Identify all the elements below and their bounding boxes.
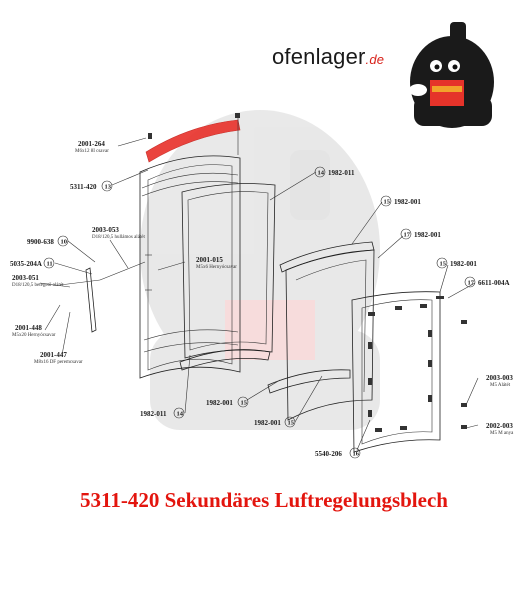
label-2001-447: 2001-447 (40, 351, 67, 359)
callout-15-a: 15 (384, 199, 391, 206)
label-6611-004A: 6611-004A (478, 279, 510, 287)
label-2002-003: 2002-003 (486, 422, 513, 430)
part-labels: 2001-264 M6x12 8I csavar 5311-420 13 990… (10, 140, 514, 458)
label-9900-638: 9900-638 (27, 238, 54, 246)
label-1982-001-c: 1982-001 (450, 260, 477, 268)
label-2001-264: 2001-264 (78, 140, 105, 148)
desc-2002-003: M5 M anya (490, 431, 514, 436)
highlighted-air-regulation-plate (145, 119, 241, 163)
label-5035-204A: 5035-204A (10, 260, 42, 268)
screw-left-icon (148, 133, 152, 139)
label-1982-001-a: 1982-001 (394, 198, 421, 206)
label-2003-003: 2003-003 (486, 374, 513, 382)
callout-16: 16 (353, 451, 360, 458)
logo-name: ofenlager (272, 44, 366, 69)
desc-2001-448: M5x20 Hernyócsavar (12, 333, 56, 338)
door-frame (139, 155, 241, 379)
desc-2003-003: M5 Alátét (490, 383, 511, 388)
label-1982-001-d: 1982-001 (206, 399, 233, 407)
label-2001-448: 2001-448 (15, 324, 42, 332)
callout-15-d: 15 (288, 420, 295, 427)
desc-2003-051: D18/120,5 betegető alátét (12, 283, 64, 288)
label-2003-053: 2003-053 (92, 226, 119, 234)
callout-circles (43, 166, 476, 459)
callout-15-b: 15 (440, 261, 447, 268)
callout-14-top: 14 (318, 170, 325, 177)
callout-17-b: 17 (468, 280, 475, 287)
part-caption: 5311-420 Sekundäres Luftregelungsblech (80, 488, 448, 512)
side-hinge-rod (85, 267, 97, 333)
label-1982-001-b: 1982-001 (414, 231, 441, 239)
bottom-sheet-15 (179, 349, 271, 371)
bottom-sheet-15b (267, 369, 351, 394)
glass-panel-17 (285, 249, 375, 421)
logo-wordmark: ofenlager.de (272, 44, 384, 70)
desc-2003-053: D18/120,5 hullámos alátét (92, 235, 146, 240)
label-5540-206: 5540-206 (315, 450, 342, 458)
callout-11: 11 (47, 261, 53, 268)
label-5311-420: 5311-420 (70, 183, 97, 191)
watermark-mascot (140, 110, 380, 430)
glass-panel-14 (181, 183, 276, 359)
label-1982-001-e: 1982-001 (254, 419, 281, 427)
screw-top-icon (235, 113, 240, 118)
leader-lines (39, 137, 479, 451)
back-plate-16 (351, 291, 441, 453)
callout-10: 10 (61, 239, 68, 246)
callout-17-a: 17 (404, 232, 411, 239)
logo-suffix: .de (365, 52, 385, 67)
callout-13: 13 (105, 184, 112, 191)
desc-2001-015: M5x6 Hernyócsavar (196, 265, 237, 270)
callout-15-c: 15 (241, 400, 248, 407)
label-1982-011-bottom: 1982-011 (140, 410, 167, 418)
callout-14-bottom: 14 (177, 411, 184, 418)
label-1982-011-top: 1982-011 (328, 169, 355, 177)
side-screws (436, 296, 467, 429)
desc-2001-264: M6x12 8I csavar (75, 149, 109, 154)
logo-mascot-icon (409, 22, 494, 128)
desc-2001-447: M8x16 DF peremcsavar (34, 360, 83, 365)
label-2003-051: 2003-051 (12, 274, 39, 282)
label-2001-015: 2001-015 (196, 256, 223, 264)
